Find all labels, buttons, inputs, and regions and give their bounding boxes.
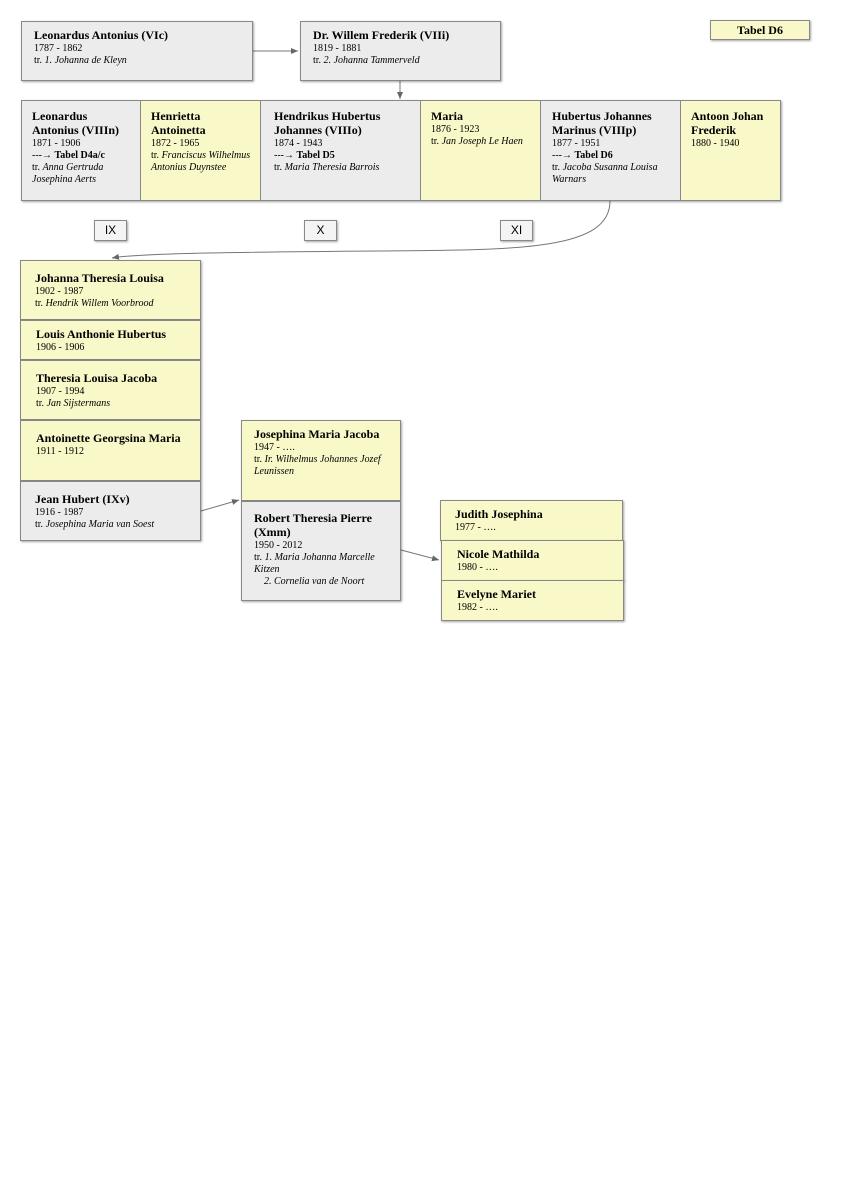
person-spouse: tr. 2. Johanna Tammerveld <box>313 55 420 66</box>
connector-viiip-to-ix <box>111 200 611 260</box>
person-spouse: tr. Ir. Wilhelmus Johannes Jozef Leuniss… <box>254 454 381 477</box>
person-name: Hendrikus Hubertus Johannes (VIIIo) <box>274 109 381 137</box>
person-name: Josephina Maria Jacoba <box>254 427 380 441</box>
person-spouse: tr. 1. Maria Johanna Marcelle Kitzen <box>254 552 375 575</box>
person-box-evelyne: Evelyne Mariet 1982 - …. <box>441 580 624 621</box>
person-dates: 1876 - 1923 <box>431 124 480 135</box>
person-spouse-second: 2. Cornelia van de Noort <box>264 576 365 587</box>
person-box-vi: Leonardus Antonius (VIc) 1787 - 1862 tr.… <box>21 21 253 81</box>
person-dates: 1787 - 1862 <box>34 43 83 54</box>
person-cell-viiin: Leonardus Antonius (VIIIn) 1871 - 1906 -… <box>22 101 141 200</box>
person-cell-viiip: Hubertus Johannes Marinus (VIIIp) 1877 -… <box>541 101 681 200</box>
person-name: Robert Theresia Pierre (Xmm) <box>254 511 372 539</box>
person-dates: 1947 - …. <box>254 442 295 453</box>
person-spouse: tr. Josephina Maria van Soest <box>35 519 155 530</box>
person-name: Johanna Theresia Louisa <box>35 271 164 285</box>
person-spouse: tr. Hendrik Willem Voorbrood <box>35 298 154 309</box>
person-box-louis: Louis Anthonie Hubertus 1906 - 1906 <box>20 320 201 360</box>
person-dates: 1950 - 2012 <box>254 540 303 551</box>
table-reference: ---→ Tabel D4a/c <box>32 150 105 161</box>
person-box-vii: Dr. Willem Frederik (VIIi) 1819 - 1881 t… <box>300 21 501 81</box>
person-dates: 1874 - 1943 <box>274 138 323 149</box>
person-spouse: tr. Maria Theresia Barrois <box>274 162 380 173</box>
person-dates: 1880 - 1940 <box>691 138 740 149</box>
person-cell-maria: Maria 1876 - 1923 tr. Jan Joseph Le Haen <box>421 101 541 200</box>
person-box-antoinette: Antoinette Georgsina Maria 1911 - 1912 <box>20 420 201 481</box>
table-reference: ---→ Tabel D5 <box>274 150 335 161</box>
connector-ixv-to-x <box>200 499 240 512</box>
person-dates: 1977 - …. <box>455 522 496 533</box>
generation-label-x: X <box>304 220 337 241</box>
table-reference: ---→ Tabel D6 <box>552 150 613 161</box>
person-cell-henrietta: Henrietta Antoinetta 1872 - 1965 tr. Fra… <box>141 101 261 200</box>
person-box-theresia: Theresia Louisa Jacoba 1907 - 1994 tr. J… <box>20 360 201 420</box>
person-name: Theresia Louisa Jacoba <box>36 371 158 385</box>
person-name: Antoinette Georgsina Maria <box>36 431 181 445</box>
connector-xmm-to-xi <box>400 549 440 562</box>
generation-viii-row: Leonardus Antonius (VIIIn) 1871 - 1906 -… <box>21 100 781 201</box>
person-dates: 1872 - 1965 <box>151 138 200 149</box>
person-name: Jean Hubert (IXv) <box>35 492 130 506</box>
person-dates: 1902 - 1987 <box>35 286 84 297</box>
person-dates: 1871 - 1906 <box>32 138 81 149</box>
person-name: Evelyne Mariet <box>457 587 536 601</box>
person-spouse: tr. Jan Joseph Le Haen <box>431 136 523 147</box>
person-dates: 1980 - …. <box>457 562 498 573</box>
person-box-josephina: Josephina Maria Jacoba 1947 - …. tr. Ir.… <box>241 420 401 501</box>
person-name: Leonardus Antonius (VIc) <box>34 28 169 42</box>
person-name: Hubertus Johannes Marinus (VIIIp) <box>552 109 652 137</box>
person-cell-viiio: Hendrikus Hubertus Johannes (VIIIo) 1874… <box>261 101 421 200</box>
person-dates: 1877 - 1951 <box>552 138 601 149</box>
person-name: Louis Anthonie Hubertus <box>36 327 167 341</box>
person-spouse: tr. Franciscus Wilhelmus Antonius Duynst… <box>151 150 251 173</box>
generation-label-xi: XI <box>500 220 533 241</box>
person-dates: 1906 - 1906 <box>36 342 85 353</box>
person-spouse: tr. Jan Sijstermans <box>36 398 111 409</box>
person-cell-antoon: Antoon Johan Frederik 1880 - 1940 <box>681 101 780 200</box>
person-spouse: tr. Jacoba Susanna Louisa Warnars <box>552 162 658 185</box>
person-name: Antoon Johan Frederik <box>691 109 764 137</box>
person-name: Dr. Willem Frederik (VIIi) <box>313 28 450 42</box>
person-spouse: tr. Anna Gertruda Josephina Aerts <box>32 162 104 185</box>
person-name: Leonardus Antonius (VIIIn) <box>32 109 120 137</box>
person-box-ixv: Jean Hubert (IXv) 1916 - 1987 tr. Joseph… <box>20 481 201 541</box>
person-box-johanna: Johanna Theresia Louisa 1902 - 1987 tr. … <box>20 260 201 320</box>
person-dates: 1982 - …. <box>457 602 498 613</box>
person-box-judith: Judith Josephina 1977 - …. <box>440 500 623 541</box>
person-name: Judith Josephina <box>455 507 543 521</box>
person-box-nicole: Nicole Mathilda 1980 - …. <box>441 540 624 581</box>
person-name: Henrietta Antoinetta <box>151 109 206 137</box>
person-box-xmm: Robert Theresia Pierre (Xmm) 1950 - 2012… <box>241 501 401 601</box>
person-dates: 1916 - 1987 <box>35 507 84 518</box>
person-dates: 1819 - 1881 <box>313 43 362 54</box>
person-name: Nicole Mathilda <box>457 547 540 561</box>
person-dates: 1911 - 1912 <box>36 446 84 457</box>
person-dates: 1907 - 1994 <box>36 386 85 397</box>
person-name: Maria <box>431 109 463 123</box>
generation-label-ix: IX <box>94 220 127 241</box>
person-spouse: tr. 1. Johanna de Kleyn <box>34 55 127 66</box>
table-label: Tabel D6 <box>710 20 810 40</box>
